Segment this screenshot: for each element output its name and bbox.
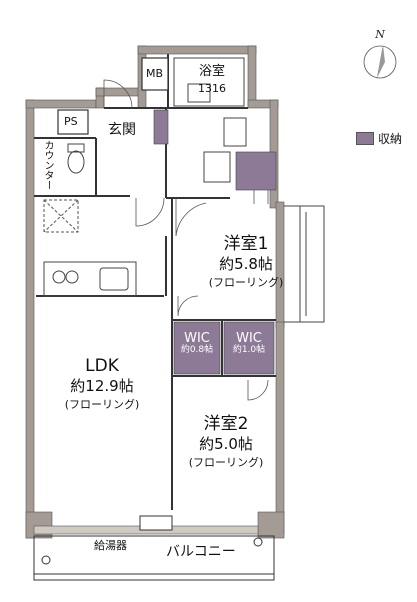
- stove-burner-icon: [52, 270, 66, 284]
- balcony-area: [33, 535, 275, 581]
- storage-wic2: [223, 321, 275, 375]
- balcony-label: バルコニー: [166, 544, 236, 560]
- compass-icon: N: [363, 28, 397, 79]
- balcony: [33, 515, 275, 581]
- refrigerator-space: [43, 199, 79, 233]
- ldk-size: 約12.9帖: [70, 377, 134, 396]
- bedroom2-label: 洋室2 約5.0帖 (フローリング): [176, 414, 276, 470]
- water-heater-label: 給湯器: [94, 539, 127, 552]
- ldk-label: LDK 約12.9帖 (フローリング): [52, 356, 152, 412]
- toilet-icon: [67, 150, 85, 174]
- kitchen-counter: [43, 261, 137, 297]
- storage-entrance: [153, 109, 169, 145]
- bath-name: 浴室: [198, 64, 225, 79]
- mb-label: MB: [146, 67, 164, 80]
- doors: [103, 79, 269, 401]
- entrance-label: 玄関: [108, 122, 136, 138]
- stove-burner-icon: [65, 270, 79, 284]
- bedroom1-name: 洋室1: [223, 234, 269, 254]
- bath-drain: [187, 83, 211, 103]
- bedroom1-size: 約5.8帖: [219, 255, 273, 274]
- legend-storage-label: 収納: [378, 132, 403, 146]
- bath-size: 1316: [198, 82, 226, 96]
- legend-storage-swatch: [356, 132, 374, 145]
- bedroom1-label: 洋室1 約5.8帖 (フローリング): [196, 234, 296, 290]
- drain-icon: [41, 555, 51, 565]
- legend: 収納: [356, 130, 402, 147]
- bathtub-area: [173, 57, 245, 107]
- counter-label: カウンター: [42, 140, 53, 190]
- wic2-name: WIC: [236, 331, 262, 346]
- bedroom2-size: 約5.0帖: [199, 435, 253, 454]
- bedroom2-name: 洋室2: [203, 414, 249, 434]
- wic2-label: WIC 約1.0帖: [224, 331, 274, 356]
- storage-areas: [153, 109, 277, 375]
- sink-icon: [99, 267, 129, 291]
- ldk-name: LDK: [85, 356, 119, 376]
- ldk-floor: (フローリング): [64, 398, 140, 411]
- compass-north-label: N: [374, 28, 385, 41]
- wic1-label: WIC 約0.8帖: [174, 331, 220, 356]
- drain-icon: [253, 537, 263, 547]
- storage-hall: [235, 151, 277, 191]
- utility-boxes: [57, 57, 169, 135]
- bath-label: 浴室 1316: [184, 64, 240, 96]
- compass: N: [360, 28, 400, 84]
- washing-machine: [203, 151, 231, 183]
- bedroom1-floor: (フローリング): [208, 276, 284, 289]
- ps-label: PS: [64, 115, 78, 128]
- wic2-size: 約1.0帖: [232, 345, 266, 356]
- wic1-name: WIC: [184, 331, 210, 346]
- storage-wic1: [173, 321, 221, 375]
- ps-box: [57, 109, 89, 135]
- washbasin: [223, 117, 247, 147]
- bay-window: [284, 205, 325, 323]
- wic1-size: 約0.8帖: [180, 345, 214, 356]
- entrance-door: [103, 79, 133, 109]
- bathroom-fixtures: [67, 57, 247, 183]
- mb-box: [141, 57, 169, 91]
- bedroom2-floor: (フローリング): [188, 456, 264, 469]
